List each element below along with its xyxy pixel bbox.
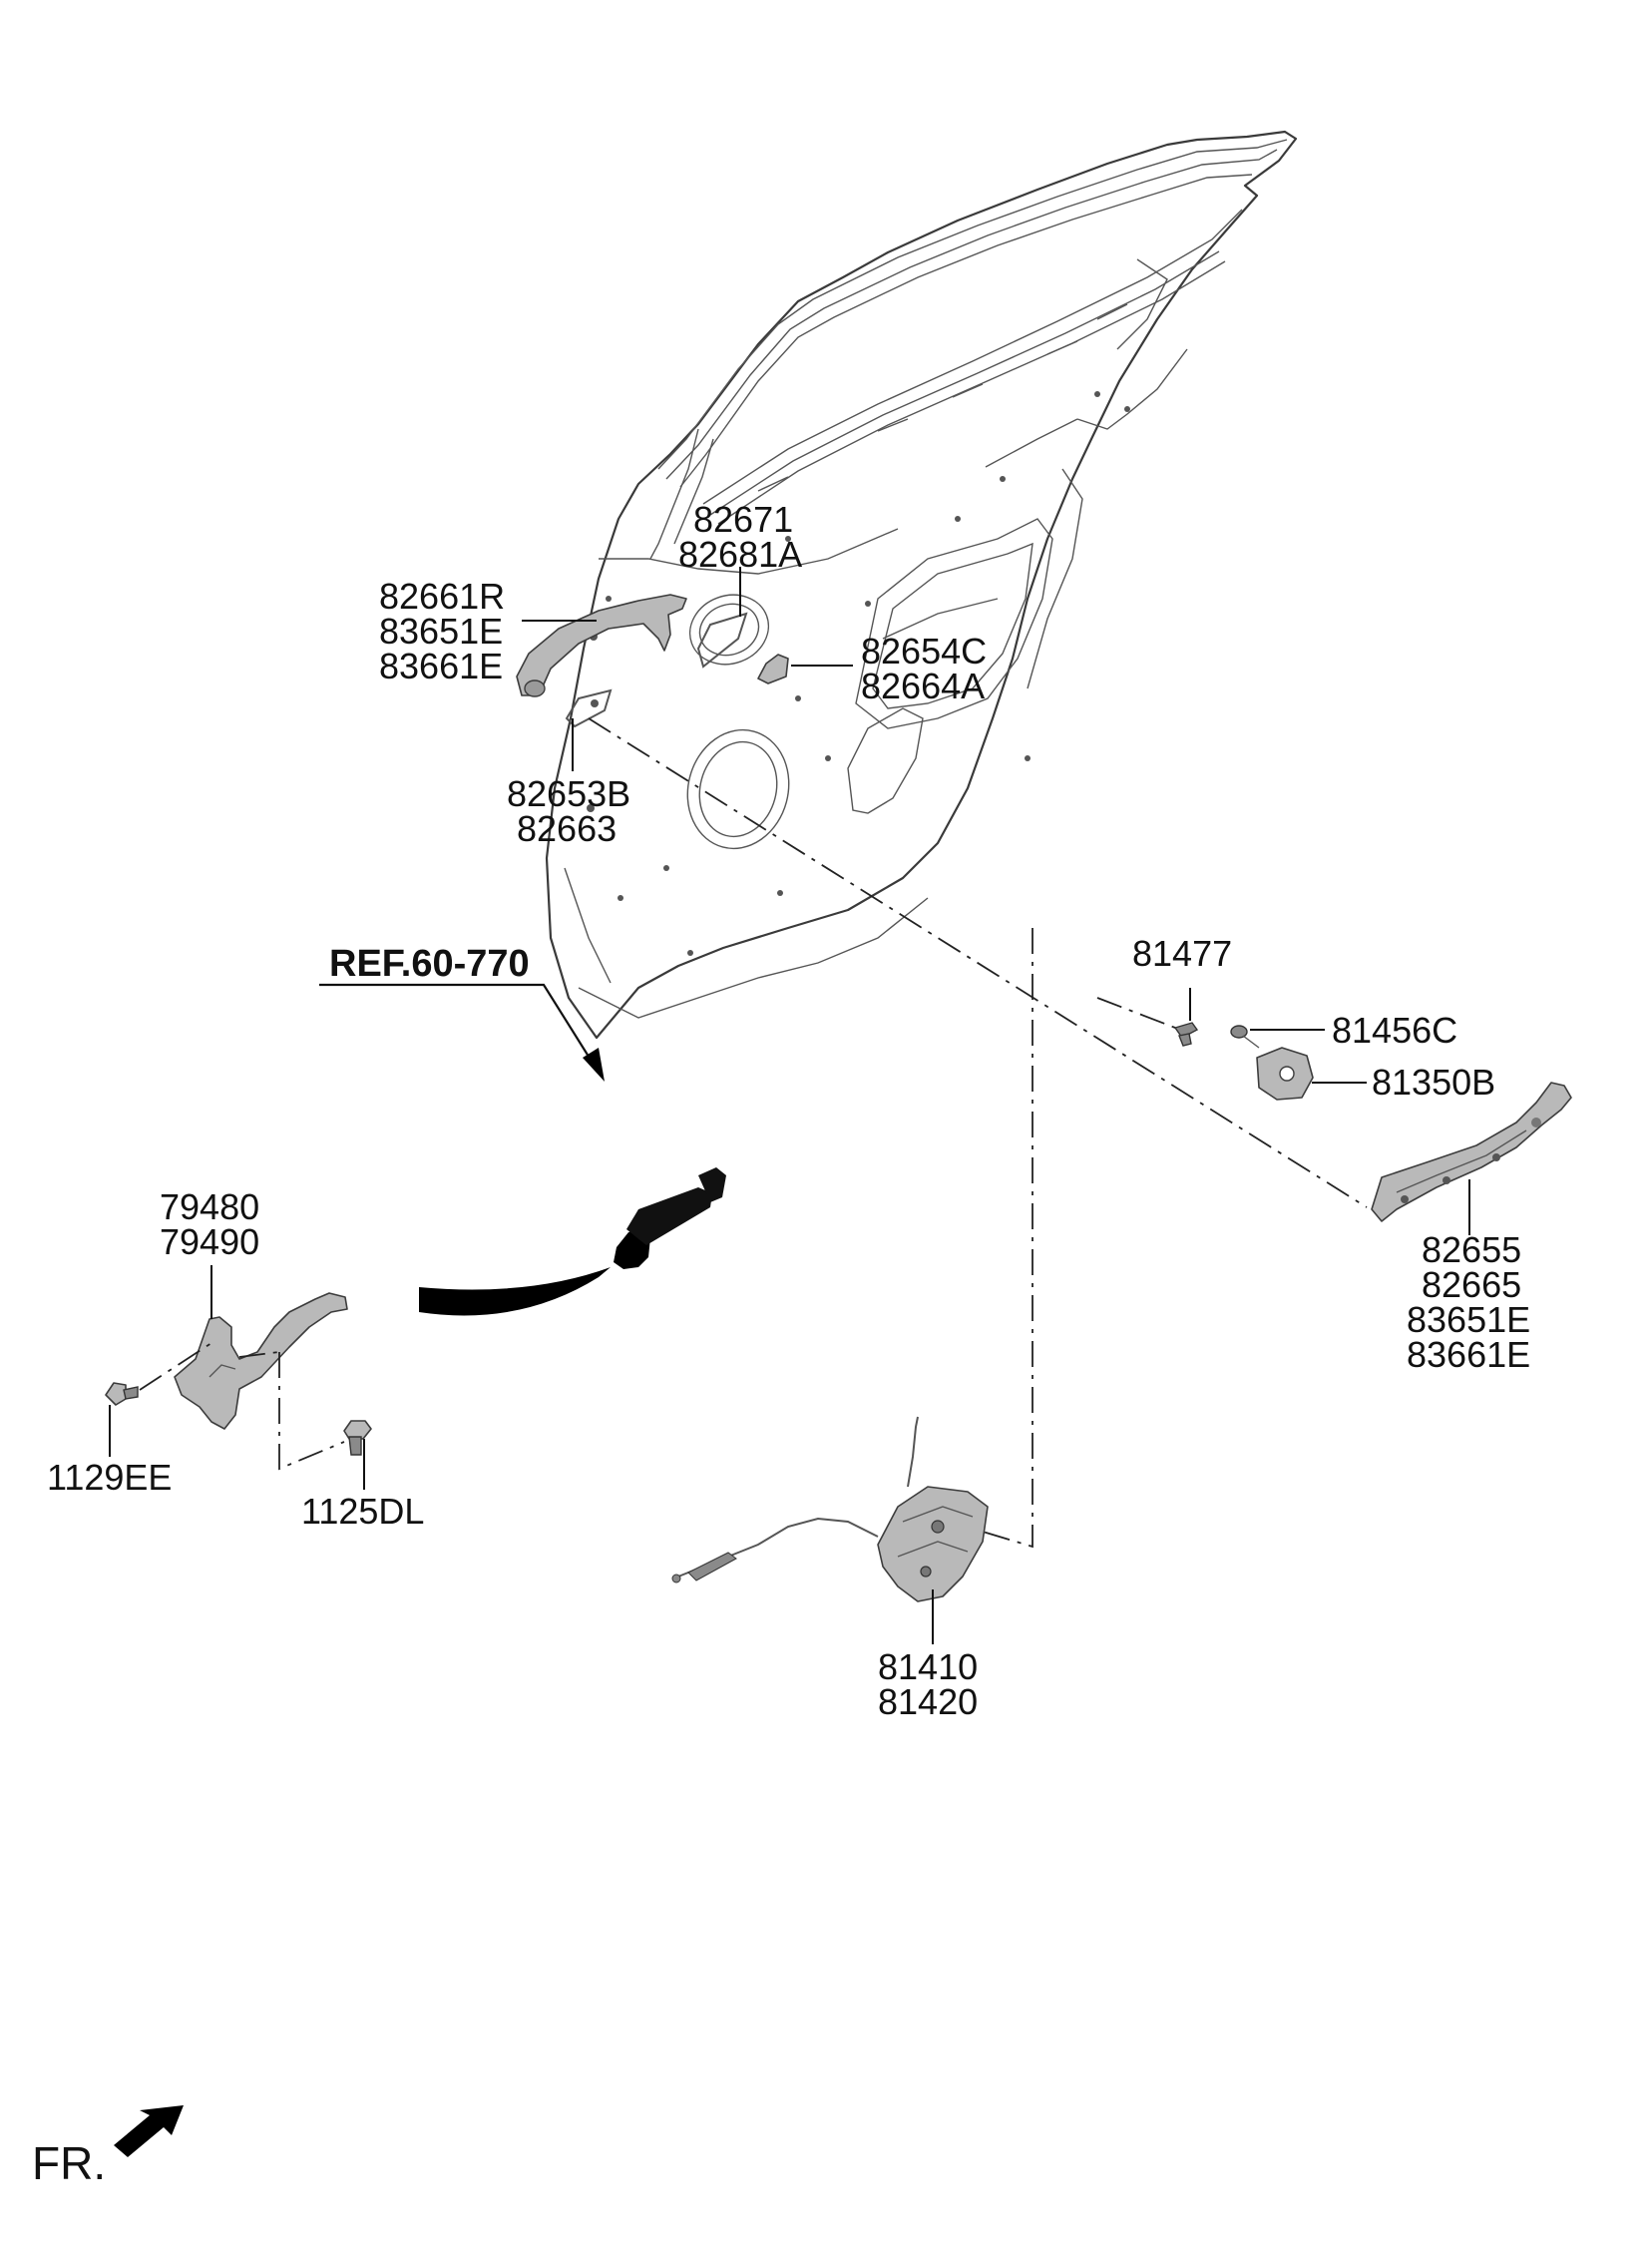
callout-latch-1: 81410 — [878, 1646, 978, 1687]
callout-gasket-upper-1: 82671 — [693, 499, 793, 540]
callout-bracket-4: 83661E — [1407, 1334, 1530, 1375]
handle-cover-part — [516, 594, 687, 697]
callout-bracket-2: 82665 — [1422, 1264, 1521, 1305]
door-checker-installed — [419, 1167, 726, 1316]
callout-checker-2: 79490 — [160, 1221, 259, 1262]
callout-81477: 81477 — [1132, 933, 1232, 974]
bolt-1125dl-part — [343, 1420, 372, 1456]
callout-checker-1: 79480 — [160, 1186, 259, 1227]
handle-gasket-upper-part — [696, 612, 748, 669]
callout-handle-cover-2: 83651E — [379, 611, 503, 652]
screw-81456c-part — [1230, 1025, 1260, 1049]
callout-cap-2: 82664A — [861, 666, 985, 706]
callout-81456c: 81456C — [1332, 1010, 1457, 1051]
callout-handle-cover-1: 82661R — [379, 576, 505, 617]
front-direction-arrow-icon — [114, 2105, 184, 2157]
callout-81350b: 81350B — [1372, 1062, 1495, 1103]
screw-81477-part — [1173, 1022, 1199, 1047]
callout-cap-1: 82654C — [861, 631, 987, 672]
callout-gasket-lower-2: 82663 — [517, 808, 617, 849]
callout-latch-2: 81420 — [878, 1681, 978, 1722]
callout-bracket-3: 83651E — [1407, 1299, 1530, 1340]
ref-label: REF.60-770 — [329, 943, 530, 985]
rear-door-panel — [545, 130, 1298, 1040]
door-checker-part — [174, 1292, 348, 1430]
callout-gasket-lower-1: 82653B — [507, 773, 630, 814]
handle-cap-part — [757, 654, 789, 684]
leader-lines — [109, 567, 1470, 1644]
latch-part — [671, 1416, 989, 1602]
bolt-1129ee-part — [105, 1382, 139, 1406]
callout-gasket-upper-2: 82681A — [678, 534, 802, 575]
fr-label: FR. — [32, 2137, 106, 2189]
callout-handle-cover-3: 83661E — [379, 646, 503, 686]
assembly-dash-lines — [139, 717, 1368, 1549]
callout-labels: 82661R 83651E 83661E 82671 82681A 82654C… — [32, 499, 1530, 2189]
callout-bracket-1: 82655 — [1422, 1229, 1521, 1270]
callout-1129ee: 1129EE — [47, 1457, 172, 1498]
callout-1125dl: 1125DL — [301, 1491, 424, 1532]
handle-bracket-part — [1371, 1082, 1572, 1222]
striker-part — [1256, 1047, 1314, 1101]
